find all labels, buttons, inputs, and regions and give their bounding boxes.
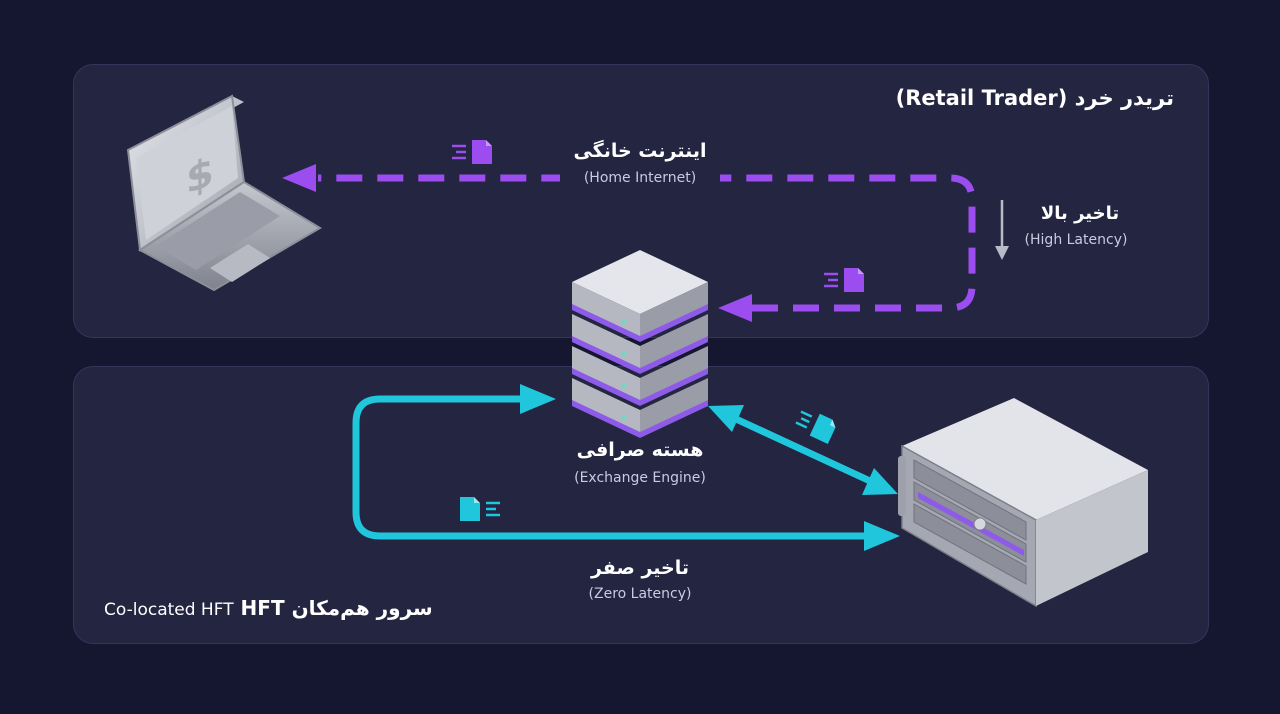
arrow-to-laptop — [282, 164, 316, 192]
hft-title-fa: سرور هم‌مکان — [291, 596, 433, 620]
document-icon — [452, 140, 492, 164]
document-icon — [824, 268, 864, 292]
high-latency-sublabel: (High Latency) — [1024, 232, 1128, 248]
arrow-to-rack — [864, 521, 900, 551]
server-stack-icon — [572, 250, 708, 438]
down-arrow-icon — [995, 200, 1009, 260]
retail-panel-title: تریدر خرد (Retail Trader) — [895, 86, 1174, 110]
dollar-icon: $ — [186, 147, 214, 204]
exchange-engine-label: هسته صرافی — [576, 439, 704, 461]
arrow-direct-to-rack — [862, 468, 898, 495]
hft-title-en: Co-located HFT — [104, 600, 234, 620]
arrow-to-engine-hft — [520, 384, 556, 414]
arrow-to-engine — [718, 294, 752, 322]
home-internet-sublabel: (Home Internet) — [560, 170, 720, 186]
zero-latency-sublabel: (Zero Latency) — [588, 586, 692, 602]
hft-path — [352, 384, 900, 551]
rack-server-icon — [898, 398, 1148, 608]
retail-path — [282, 164, 976, 322]
hft-title-tag: HFT — [240, 596, 285, 620]
exchange-engine-sublabel: (Exchange Engine) — [574, 470, 706, 486]
hft-panel-title: سرور هم‌مکان Co-located HFT HFT — [104, 596, 433, 620]
high-latency-label: تاخیر بالا — [1040, 203, 1120, 224]
zero-latency-label: تاخیر صفر — [590, 557, 689, 579]
document-icon — [460, 497, 500, 521]
document-icon — [795, 410, 836, 444]
arrow-direct-to-engine — [708, 405, 744, 432]
laptop-icon: $ — [126, 94, 322, 292]
home-internet-label: اینترنت خانگی — [573, 140, 707, 162]
